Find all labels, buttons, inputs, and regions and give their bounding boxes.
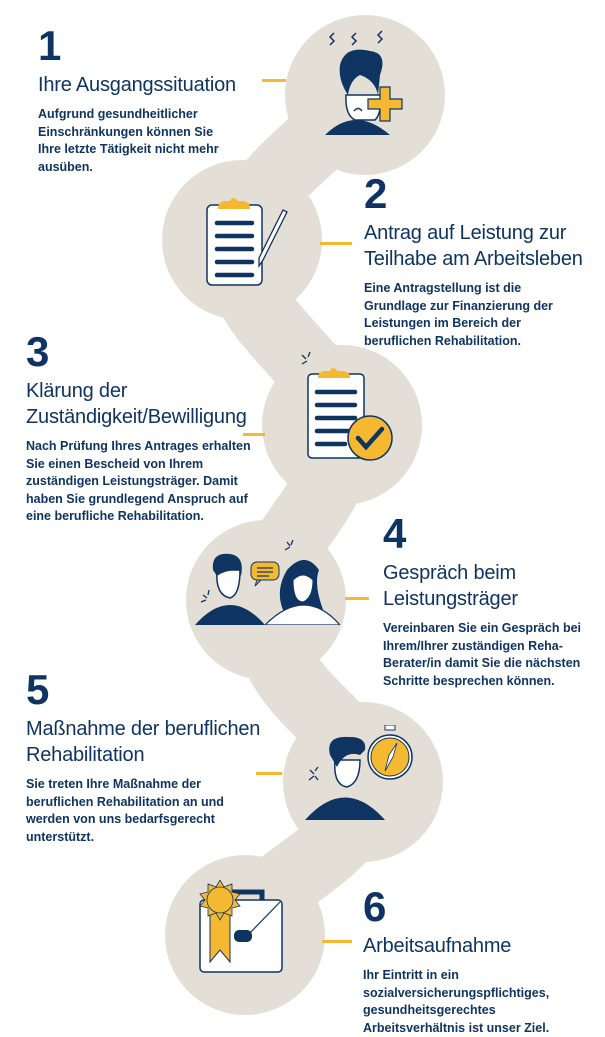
step-description: Eine Antragstellung ist die Grundlage zu… (364, 281, 553, 348)
step-6: 6 Arbeitsaufnahme Ihr Eintritt in ein so… (363, 885, 583, 1037)
connector-dash (320, 242, 352, 245)
step-2: 2 Antrag auf Leistung zur Teilhabe am Ar… (364, 172, 604, 350)
clipboard-check-icon (301, 351, 393, 461)
step-number: 6 (363, 883, 387, 930)
step-title: Arbeitsaufnahme (363, 935, 512, 957)
step-number: 5 (26, 666, 50, 713)
step-description: Ihr Eintritt in ein sozialversicherungsp… (363, 968, 550, 1035)
step-number: 2 (364, 170, 388, 217)
step-number: 1 (38, 22, 62, 69)
stressed-person-plus-icon (325, 30, 403, 135)
step-1: 1 Ihre Ausgangssituation Aufgrund gesund… (38, 24, 268, 176)
step-title: Antrag auf Leistung zur Teilhabe am Arbe… (364, 222, 583, 270)
step-description: Nach Prüfung Ihres Antrages erhalten Sie… (26, 439, 251, 523)
step-description: Aufgrund gesundheitlicher Einschränkunge… (38, 107, 219, 174)
connector-dash (322, 940, 352, 943)
step-number: 4 (383, 510, 407, 557)
step-title: Klärung der Zuständigkeit/Bewilligung (26, 380, 247, 428)
clipboard-pen-icon (206, 198, 288, 286)
step-5: 5 Maßnahme der beruflichen Rehabilitatio… (26, 668, 266, 846)
connector-dash (262, 79, 286, 82)
person-compass-icon (305, 725, 413, 820)
connector-dash (345, 597, 369, 600)
briefcase-award-icon (199, 880, 283, 973)
step-number: 3 (26, 328, 50, 375)
step-description: Vereinbaren Sie ein Gespräch bei Ihrem/I… (383, 621, 582, 688)
step-title: Maßnahme der beruflichen Rehabilitation (26, 718, 261, 766)
conversation-icon (195, 540, 340, 625)
step-3: 3 Klärung der Zuständigkeit/Bewilligung … (26, 328, 251, 526)
step-title: Ihre Ausgangssituation (38, 74, 236, 96)
connector-dash (243, 433, 265, 436)
step-description: Sie treten Ihre Maßnahme der beruflichen… (26, 777, 224, 844)
step-4: 4 Gespräch beim Leistungsträger Vereinba… (383, 512, 598, 690)
connector-dash (256, 772, 282, 775)
step-title: Gespräch beim Leistungsträger (383, 562, 518, 610)
